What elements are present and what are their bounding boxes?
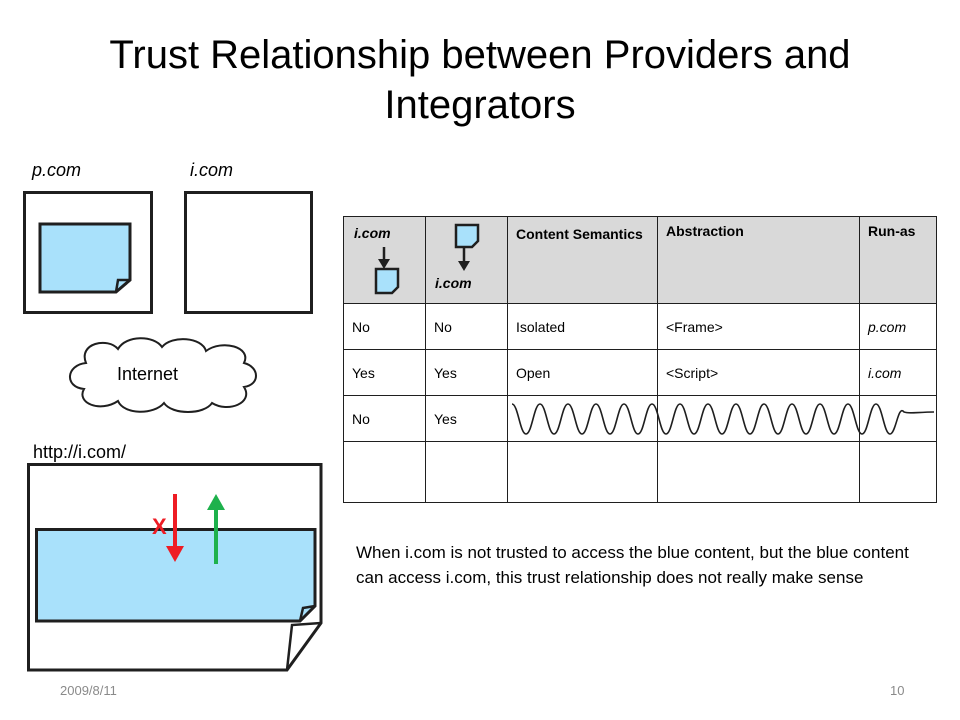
internet-cloud-icon: [69, 337, 257, 413]
table-cell: p.com: [868, 318, 907, 335]
footer-page-number: 10: [890, 683, 905, 698]
title-line-2: Integrators: [384, 83, 576, 127]
table-cell: No: [352, 410, 370, 427]
table-cell: No: [434, 318, 452, 335]
arrow-out-of-frame-icon: [454, 223, 480, 271]
blue-content-icon: [38, 222, 132, 294]
blue-content-large-icon: [35, 528, 317, 623]
slide-title: Trust Relationship between Providers and…: [0, 30, 960, 130]
header-col1-label: i.com: [354, 225, 391, 241]
explanation-note: When i.com is not trusted to access the …: [356, 543, 909, 587]
table-row: Yes Yes Open <Script> i.com: [343, 349, 937, 396]
header-col4-label: Abstraction: [666, 223, 744, 239]
table-cell: Isolated: [516, 318, 566, 335]
table-cell: Yes: [434, 410, 457, 427]
i-com-frame: [184, 191, 313, 314]
blocked-x-mark: X: [152, 514, 167, 539]
arrow-into-frame-icon: [374, 247, 400, 295]
internet-label: Internet: [117, 364, 179, 384]
header-icom-col1: i.com: [343, 216, 426, 304]
table-header-row: i.com i.com Content Semantics Abstractio…: [343, 216, 937, 304]
url-label: http://i.com/: [33, 442, 127, 462]
footer-date: 2009/8/11: [60, 683, 117, 698]
table-row: No No Isolated <Frame> p.com: [343, 303, 937, 350]
table-cell: i.com: [868, 364, 902, 381]
header-col5-label: Run-as: [868, 223, 916, 239]
header-run-as: Run-as: [859, 216, 937, 304]
table-row: [343, 441, 937, 503]
header-content-semantics: Content Semantics: [507, 216, 658, 304]
access-arrows: [166, 494, 225, 564]
table-cell: Yes: [352, 364, 375, 381]
title-line-1: Trust Relationship between Providers and: [109, 33, 851, 77]
table-cell: Open: [516, 364, 551, 381]
header-abstraction: Abstraction: [657, 216, 860, 304]
header-col2-label: i.com: [435, 275, 472, 291]
header-icom-col2: i.com: [425, 216, 508, 304]
scribble-strikeout: [511, 403, 935, 435]
table-cell: No: [352, 318, 370, 335]
label-i-com: i.com: [190, 160, 234, 180]
trust-table: i.com i.com Content Semantics Abstractio…: [343, 216, 937, 503]
label-p-com: p.com: [32, 160, 82, 180]
p-com-frame: [23, 191, 153, 314]
table-cell: Yes: [434, 364, 457, 381]
table-cell: <Script>: [666, 364, 719, 381]
table-cell: <Frame>: [666, 318, 723, 335]
header-col3-label: Content Semantics: [516, 226, 643, 242]
